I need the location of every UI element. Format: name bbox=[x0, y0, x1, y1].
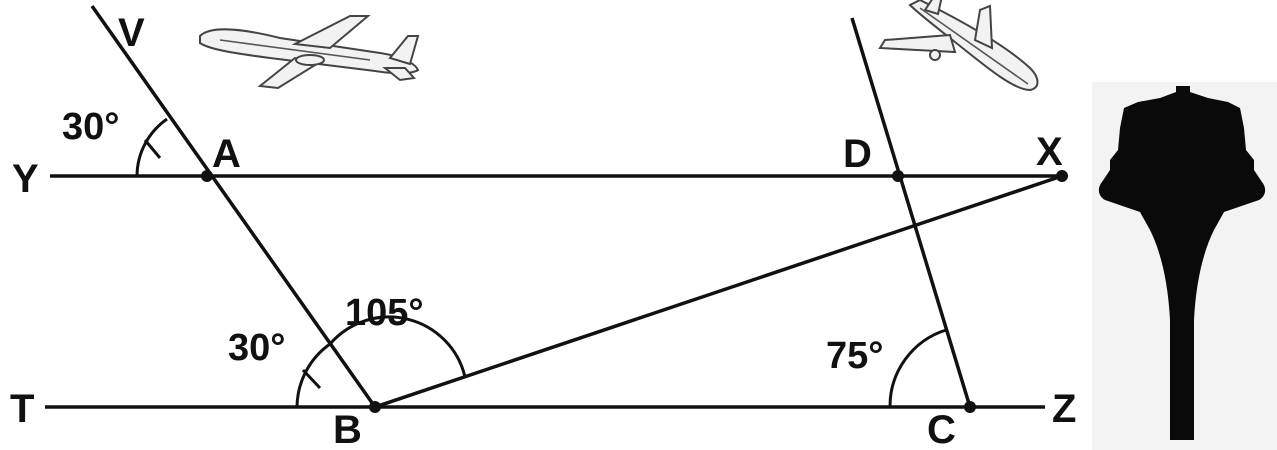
line-vb bbox=[90, 4, 377, 409]
line-dc bbox=[850, 17, 972, 408]
angle-label-c: 75° bbox=[826, 335, 883, 377]
angle-arc-b-right bbox=[328, 315, 467, 378]
airplane-icon bbox=[878, 0, 1039, 92]
angle-tick-a bbox=[143, 139, 162, 159]
angle-label-a: 30° bbox=[62, 106, 119, 148]
airplane-icon bbox=[199, 15, 420, 90]
line-bx bbox=[374, 174, 1063, 409]
angle-arc-a bbox=[135, 117, 168, 177]
point-x bbox=[1056, 170, 1068, 182]
point-d bbox=[892, 170, 904, 182]
angle-arc-c bbox=[888, 328, 947, 408]
label-x: X bbox=[1036, 130, 1063, 174]
label-d: D bbox=[843, 132, 872, 176]
label-b: B bbox=[333, 408, 362, 450]
label-c: C bbox=[927, 408, 956, 450]
label-y: Y bbox=[12, 157, 39, 201]
angle-arc-b-left bbox=[295, 342, 331, 408]
label-a: A bbox=[212, 132, 241, 176]
point-b bbox=[369, 401, 381, 413]
angle-tick-b bbox=[301, 368, 322, 390]
control-tower-icon bbox=[1092, 82, 1277, 450]
point-c bbox=[964, 401, 976, 413]
angle-label-b-right: 105° bbox=[345, 292, 424, 334]
label-t: T bbox=[10, 387, 34, 431]
angle-label-b-left: 30° bbox=[228, 327, 285, 369]
label-z: Z bbox=[1052, 387, 1076, 431]
point-a bbox=[201, 170, 213, 182]
label-v: V bbox=[118, 11, 145, 55]
